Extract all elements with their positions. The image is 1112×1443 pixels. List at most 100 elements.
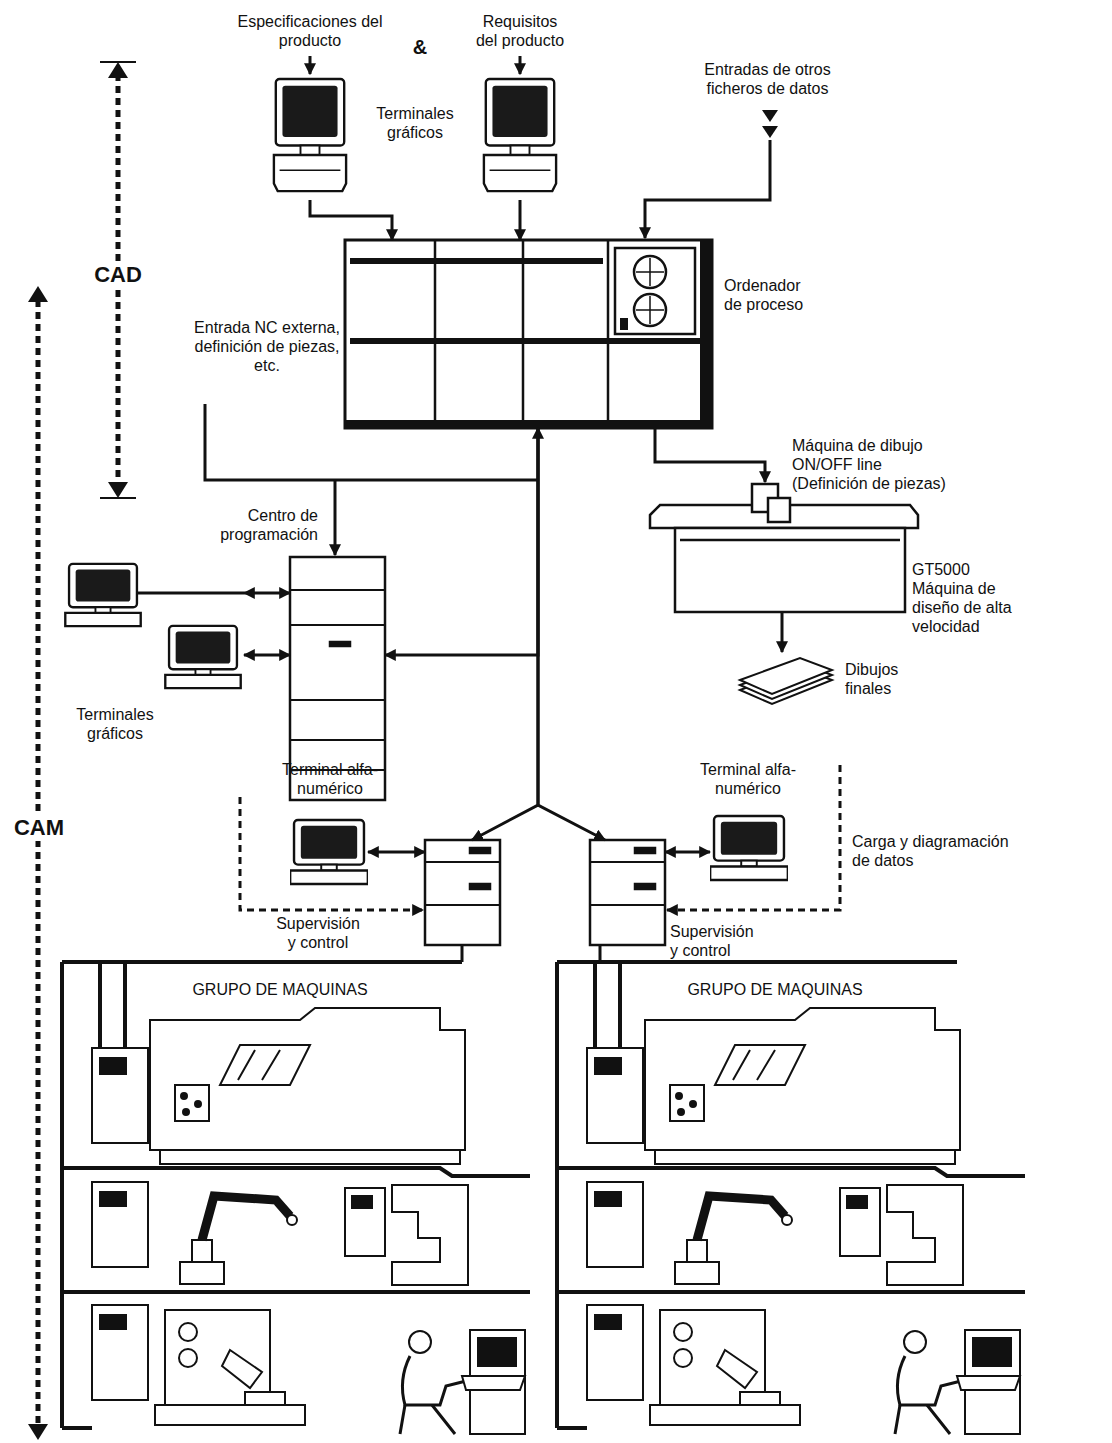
control-cabinets	[590, 862, 665, 905]
note-label: Entradas de otros ficheros de datos	[700, 60, 835, 98]
cam-range-arrow	[28, 286, 48, 302]
connector	[655, 428, 765, 482]
range-label: CAM	[13, 815, 65, 841]
graphic-terminals-left	[165, 626, 240, 688]
connector	[385, 428, 538, 655]
programming-cabinet	[330, 642, 350, 646]
plotter	[680, 539, 900, 542]
control-cabinets	[635, 884, 655, 889]
cad-range-arrow	[100, 497, 136, 499]
graphic-terminals-left	[65, 564, 244, 688]
cam-range-arrow	[28, 1424, 48, 1440]
plotter: Máquina de dibujo ON/OFF line (Definició…	[650, 482, 918, 612]
note-label: &	[410, 36, 430, 58]
connector	[472, 428, 538, 840]
note-label: Entrada NC externa, definición de piezas…	[192, 318, 342, 375]
plotter	[675, 528, 905, 612]
cad-range-arrow	[100, 61, 136, 63]
node-label: Terminales gráficos	[360, 104, 470, 142]
connector	[665, 851, 710, 854]
process-computer	[350, 338, 705, 344]
note-label: Carga y diagramación de datos	[852, 832, 1027, 870]
process-computer	[615, 248, 695, 334]
node-label: Dibujos finales	[845, 660, 920, 698]
connector	[244, 654, 290, 657]
input-arrows	[519, 56, 522, 74]
control-cabinets	[635, 848, 655, 853]
connector	[310, 200, 392, 240]
node-label: Supervisión y control	[272, 914, 364, 952]
control-unit: Supervisión y control	[425, 840, 500, 945]
cad-range-arrow	[108, 62, 128, 78]
programming-cabinet	[290, 590, 385, 770]
process-computer	[435, 240, 608, 428]
range-label: CAD	[92, 262, 144, 288]
graphic-terminals-left	[138, 592, 244, 595]
connector	[244, 592, 290, 595]
node-label: Terminal alfa-numérico	[694, 760, 802, 798]
control-cabinets	[425, 862, 500, 905]
terminals-top	[274, 79, 346, 191]
node-label: Ordenador de proceso	[724, 276, 819, 314]
note-label: Requisitos del producto	[472, 12, 568, 50]
process-computer	[700, 240, 712, 428]
node-label: GT5000 Máquina de diseño de alta velocid…	[912, 560, 1034, 636]
cad-range-arrow	[108, 482, 128, 498]
machine-group: GRUPO DE MAQUINAS	[58, 962, 535, 1440]
process-computer	[620, 318, 628, 330]
alphanumeric-terminal: Terminal alfa-numérico	[710, 814, 788, 882]
alphanumeric-terminal: Terminal alfa-numérico	[290, 818, 368, 886]
process-computer	[636, 258, 664, 324]
process-computer	[345, 420, 712, 428]
connector	[519, 200, 522, 240]
node-label: GRUPO DE MAQUINAS	[670, 980, 880, 999]
graphic-terminals-left	[65, 564, 140, 626]
plotter	[650, 484, 918, 612]
node-label: Supervisión y control	[670, 922, 762, 960]
control-cabinets	[590, 840, 665, 945]
control-cabinets	[470, 884, 490, 889]
plotter	[768, 498, 790, 522]
machine-group: GRUPO DE MAQUINAS	[553, 962, 1030, 1440]
control-unit: Supervisión y control	[590, 840, 665, 945]
control-cabinets	[470, 848, 490, 853]
connector	[368, 851, 425, 854]
connector	[781, 612, 784, 652]
control-cabinets	[425, 840, 500, 945]
process-computer	[345, 240, 712, 428]
node-label: Centro de programación	[180, 506, 318, 544]
input-arrows	[762, 126, 778, 138]
control-cabinets	[425, 840, 665, 945]
connector	[599, 945, 602, 962]
alphanumeric-terminals	[710, 816, 788, 880]
drawings-stack	[740, 658, 832, 704]
terminals-top	[484, 79, 556, 191]
process-computer: Ordenador de proceso	[345, 240, 712, 428]
alphanumeric-terminals	[290, 820, 368, 884]
input-arrows	[309, 56, 312, 74]
graphic-terminals: Terminales gráficos	[62, 560, 244, 692]
drawings-stack	[740, 658, 832, 694]
node-label: GRUPO DE MAQUINAS	[175, 980, 385, 999]
cam-range-arrow	[28, 286, 48, 1440]
machine-group-left	[62, 962, 530, 1434]
machine-group-right	[557, 962, 1025, 1434]
cam-range-arrow	[36, 300, 41, 1426]
connector	[538, 428, 605, 840]
input-arrows	[645, 140, 770, 238]
process-computer	[345, 240, 712, 428]
graphic-terminals: Terminales gráficos	[265, 72, 562, 200]
connector	[461, 945, 464, 962]
note-label: Especificaciones del producto	[235, 12, 385, 50]
connectors	[244, 200, 782, 962]
node-label: Terminal alfa-numérico	[276, 760, 384, 798]
node-label: Máquina de dibujo ON/OFF line (Definició…	[792, 436, 952, 493]
drawings-stack: Dibujos finales	[733, 652, 834, 712]
alphanumeric-terminals	[290, 816, 788, 884]
node-label: Terminales gráficos	[60, 705, 170, 743]
process-computer	[350, 258, 603, 264]
input-arrows	[762, 110, 778, 122]
